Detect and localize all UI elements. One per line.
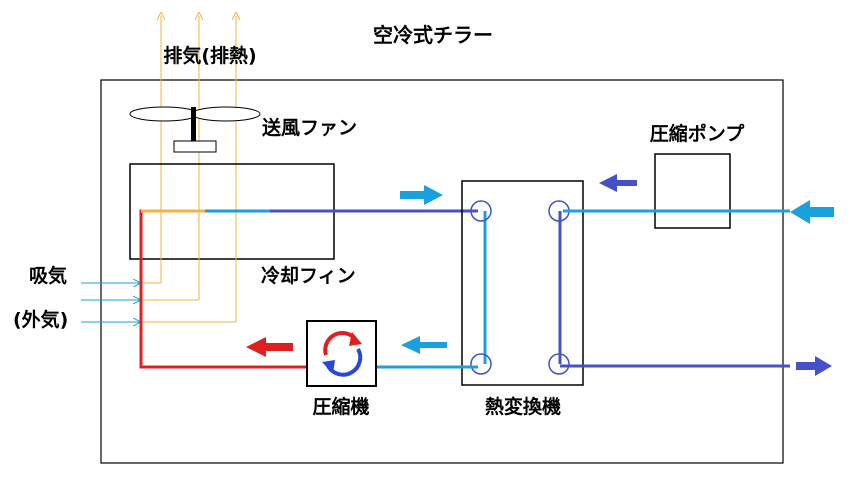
flow-arrow-outlet [796,356,832,376]
chiller-enclosure [100,79,784,464]
flow-arrow-to-compressor [401,336,447,354]
intake-airflow-arrows [81,200,237,322]
compressor-label: 圧縮機 [312,395,369,418]
pump-label: 圧縮ポンプ [650,122,745,145]
exhaust-label: 排気(排熱) [163,44,256,67]
exchanger-port-circles [470,200,570,375]
heat-exchanger-label: 熱変換機 [485,395,561,418]
flow-arrow-pump-in [599,174,637,192]
compression-pump [654,153,731,229]
flow-arrow-inlet [790,200,834,224]
flow-arrow-to-exchanger [400,185,443,205]
fan-icon [129,106,261,153]
intake-label: 吸気 [29,264,67,287]
fin-label: 冷却フィン [261,264,356,287]
diagram-title: 空冷式チラー [373,23,493,47]
outside-air-label: (外気) [13,308,68,331]
cycle-arrows-icon [322,331,363,377]
fan-label: 送風ファン [262,116,357,139]
heat-exchanger [461,180,584,386]
flow-arrow-to-fin [246,337,293,357]
